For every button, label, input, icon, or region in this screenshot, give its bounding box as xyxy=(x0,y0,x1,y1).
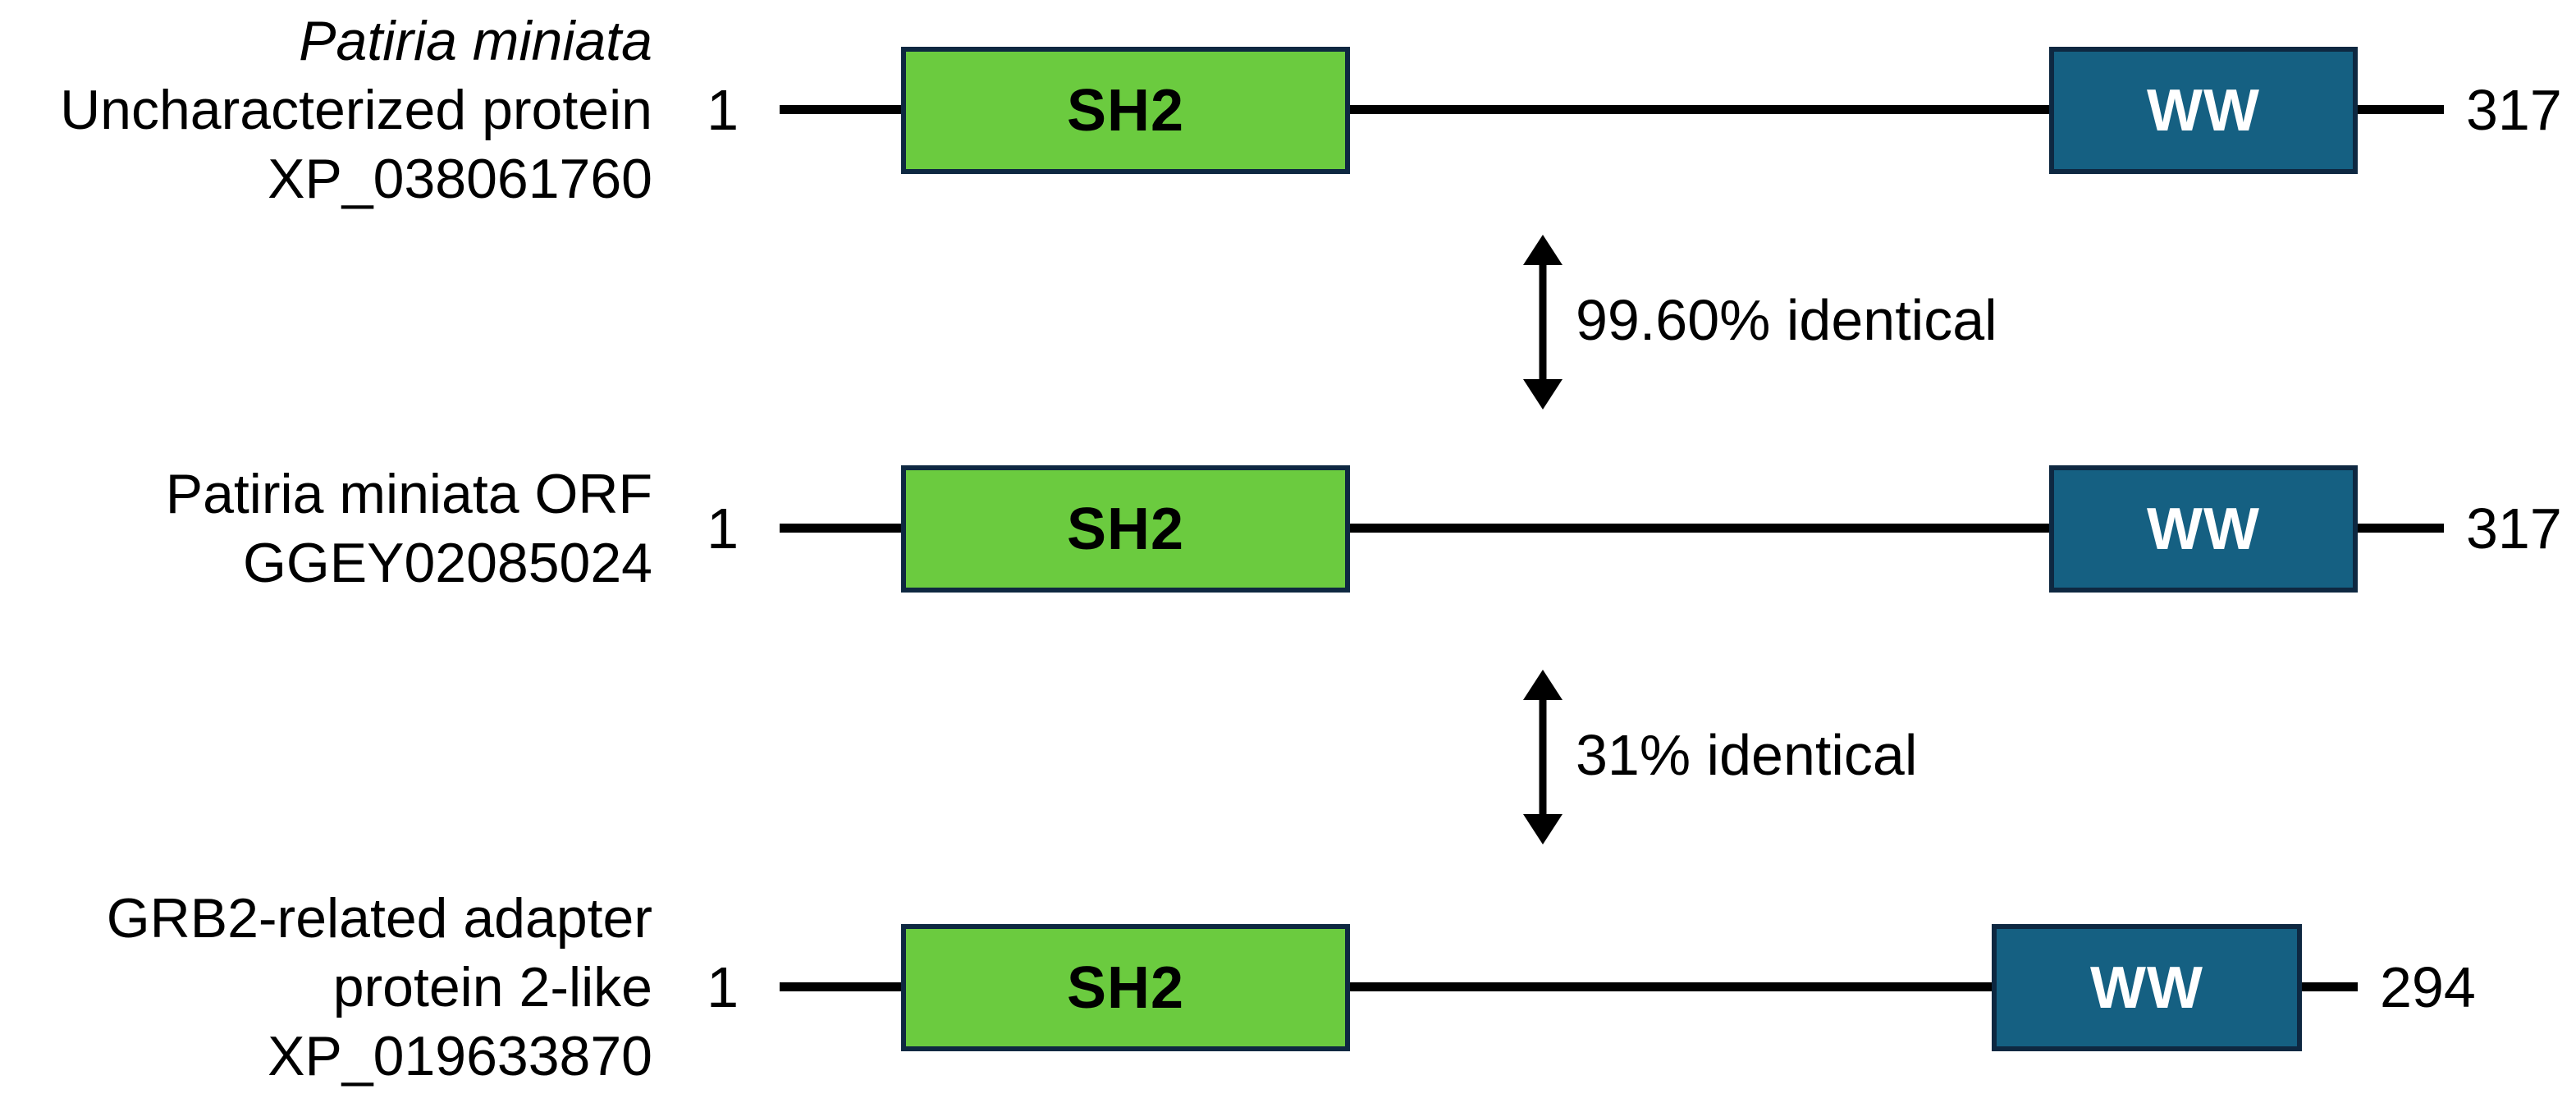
identity-percentage-label: 99.60% identical xyxy=(1576,288,1997,352)
protein-name: Uncharacterized protein xyxy=(60,79,652,141)
sh2-domain-label: SH2 xyxy=(1066,954,1185,1021)
ww-domain-box: WW xyxy=(1992,924,2302,1051)
protein-label: Patiria miniata Uncharacterized protein … xyxy=(0,7,652,213)
residue-end-number: 317 xyxy=(2466,78,2562,142)
protein-backbone-line xyxy=(780,524,2444,533)
ww-domain-label: WW xyxy=(2090,954,2203,1021)
sh2-domain-label: SH2 xyxy=(1066,77,1185,144)
residue-start-number: 1 xyxy=(707,955,739,1019)
sh2-domain-box: SH2 xyxy=(901,47,1350,174)
sh2-domain-box: SH2 xyxy=(901,465,1350,593)
identity-percentage-label: 31% identical xyxy=(1576,723,1918,787)
ww-domain-box: WW xyxy=(2049,47,2358,174)
protein-backbone-line xyxy=(780,982,2358,991)
residue-end-number: 294 xyxy=(2380,955,2476,1019)
accession-number: XP_038061760 xyxy=(268,148,652,210)
residue-end-number: 317 xyxy=(2466,497,2562,561)
double-arrow-icon xyxy=(1518,234,1567,410)
ww-domain-box: WW xyxy=(2049,465,2358,593)
sh2-domain-label: SH2 xyxy=(1066,496,1185,562)
protein-name: Patiria miniata ORF xyxy=(165,463,652,525)
protein-name-line2: protein 2-like xyxy=(332,956,652,1018)
ww-domain-label: WW xyxy=(2147,77,2260,144)
protein-name-line1: GRB2-related adapter xyxy=(106,887,652,950)
sh2-domain-box: SH2 xyxy=(901,924,1350,1051)
accession-number: GGEY02085024 xyxy=(242,532,652,594)
accession-number: XP_019633870 xyxy=(268,1025,652,1087)
residue-start-number: 1 xyxy=(707,78,739,142)
protein-label: GRB2-related adapter protein 2-like XP_0… xyxy=(0,884,652,1091)
protein-label: Patiria miniata ORF GGEY02085024 xyxy=(0,460,652,597)
double-arrow-icon xyxy=(1518,669,1567,845)
protein-backbone-line xyxy=(780,105,2444,114)
ww-domain-label: WW xyxy=(2147,496,2260,562)
species-name: Patiria miniata xyxy=(299,10,652,72)
residue-start-number: 1 xyxy=(707,497,739,561)
